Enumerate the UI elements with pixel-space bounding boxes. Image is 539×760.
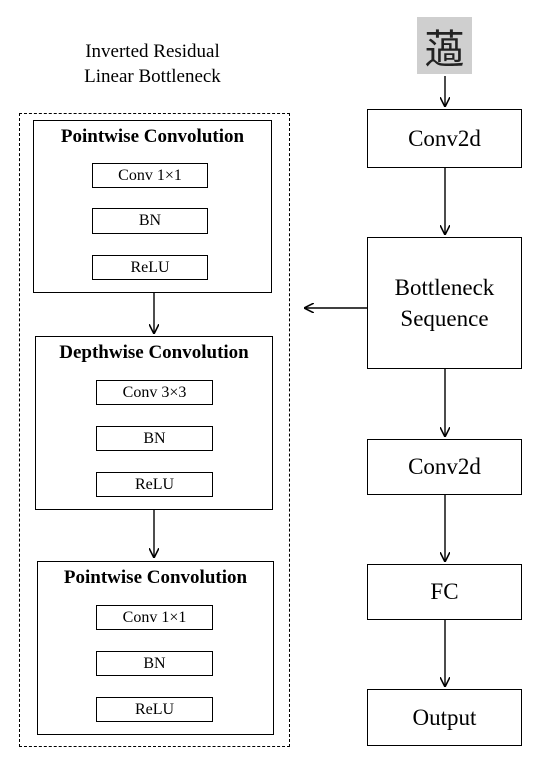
- group-title: Pointwise Convolution: [60, 126, 245, 147]
- inverted-residual-block: [19, 113, 290, 747]
- input-character-image: 薖: [417, 17, 472, 74]
- stage-bottleneck-sequence: Bottleneck Sequence: [367, 237, 522, 369]
- pointwise-convolution-group-1: Pointwise Convolution: [33, 120, 272, 293]
- stage-output: Output: [367, 689, 522, 746]
- block-title-line-1: Inverted Residual: [85, 41, 220, 62]
- stage-conv2d-2: Conv2d: [367, 439, 522, 495]
- layer-relu: ReLU: [96, 697, 213, 722]
- layer-bn: BN: [96, 651, 213, 676]
- layer-relu: ReLU: [96, 472, 213, 497]
- stage-conv2d-1: Conv2d: [367, 109, 522, 168]
- layer-bn: BN: [96, 426, 213, 451]
- layer-conv-3x3: Conv 3×3: [96, 380, 213, 405]
- layer-relu: ReLU: [92, 255, 208, 280]
- group-title: Depthwise Convolution: [59, 342, 249, 363]
- group-title: Pointwise Convolution: [63, 567, 248, 588]
- stage-fc: FC: [367, 564, 522, 620]
- block-title-line-2: Linear Bottleneck: [84, 65, 221, 87]
- layer-conv-1x1: Conv 1×1: [96, 605, 213, 630]
- layer-conv-1x1: Conv 1×1: [92, 163, 208, 188]
- block-title: Inverted Residual Linear Bottleneck: [20, 40, 285, 89]
- layer-bn: BN: [92, 208, 208, 234]
